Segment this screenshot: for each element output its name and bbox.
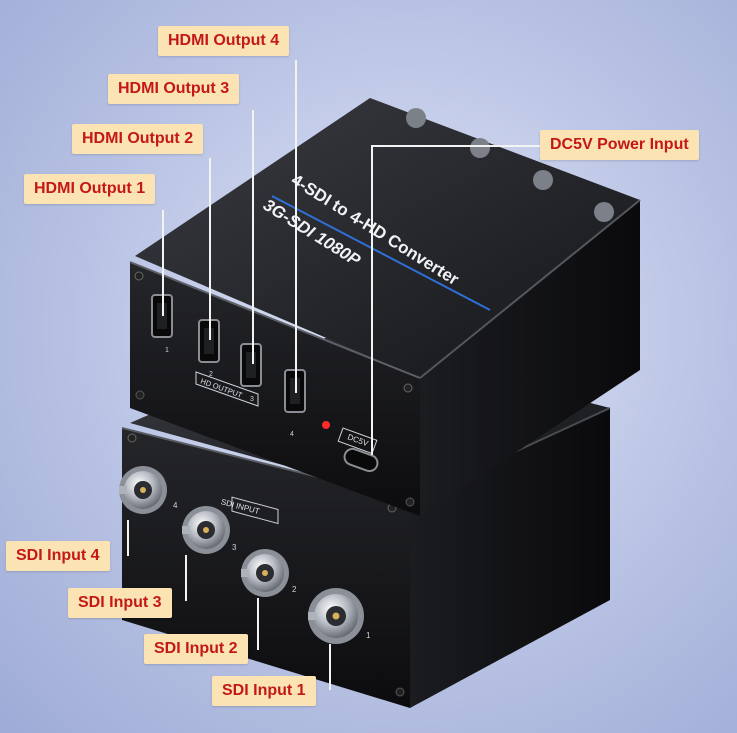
callout-leader-lines: [127, 60, 548, 690]
top-device-side: [420, 200, 640, 516]
sdi-port-number-4: 4: [173, 501, 178, 510]
dc5v-frame: [337, 427, 378, 455]
hdmi-port-number-2: 2: [209, 371, 213, 378]
sdi-input-frame: [231, 496, 279, 525]
accent-line: [271, 195, 491, 311]
top-device-top: [135, 98, 640, 378]
hdmi-port-3[interactable]: [240, 343, 262, 387]
sdi-port-number-1: 1: [366, 631, 371, 640]
dc-power-port[interactable]: [342, 447, 379, 474]
callout-hdmi-output-2: HDMI Output 2: [72, 124, 204, 154]
hdmi-port-number-4: 4: [290, 431, 294, 438]
top-device: 4-SDI to 4-HD Converter 3G-SDI 1080P 1 2…: [129, 98, 641, 516]
callout-sdi-input-4: SDI Input 4: [6, 541, 110, 571]
callout-hdmi-output-1: HDMI Output 1: [24, 174, 156, 204]
power-led-indicator: [322, 421, 330, 429]
leader-dc-power: [371, 145, 548, 455]
bnc-connector-2[interactable]: [241, 549, 289, 597]
callout-sdi-input-1: SDI Input 1: [212, 676, 316, 706]
callout-sdi-input-2: SDI Input 2: [144, 634, 248, 664]
callout-hdmi-output-3: HDMI Output 3: [108, 74, 240, 104]
sdi-port-number-3: 3: [232, 543, 237, 552]
hdmi-port-number-1: 1: [165, 347, 169, 354]
bnc-connector-4[interactable]: [119, 466, 167, 514]
sdi-port-number-2: 2: [292, 585, 297, 594]
hd-output-frame: [195, 371, 259, 407]
callout-hdmi-output-4: HDMI Output 4: [158, 26, 290, 56]
bnc-connector-1[interactable]: [308, 588, 364, 644]
bnc-connector-3[interactable]: [182, 506, 230, 554]
callout-sdi-input-3: SDI Input 3: [68, 588, 172, 618]
hdmi-port-number-3: 3: [250, 396, 254, 403]
callout-dc-power-input: DC5V Power Input: [540, 130, 699, 160]
